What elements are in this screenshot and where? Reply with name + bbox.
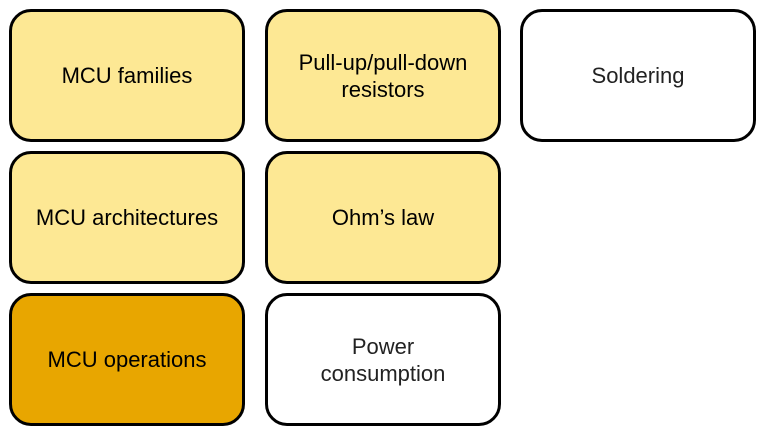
- tile-label: MCU families: [61, 63, 193, 88]
- tile-label: Ohm’s law: [331, 205, 435, 230]
- tile-label: Power consumption: [320, 333, 446, 386]
- tile-mcu-families: MCU families: [9, 9, 245, 142]
- tile-mcu-operations: MCU operations: [9, 293, 245, 426]
- tile-mcu-architectures: MCU architectures: [9, 151, 245, 284]
- tile-ohms-law: Ohm’s law: [265, 151, 501, 284]
- tile-power-consumption: Power consumption: [265, 293, 501, 426]
- tile-label: MCU architectures: [35, 205, 219, 230]
- tile-soldering: Soldering: [520, 9, 756, 142]
- tile-label: Pull-up/pull-down resistors: [298, 49, 468, 102]
- tile-label: MCU operations: [47, 347, 207, 372]
- tile-label: Soldering: [591, 63, 685, 88]
- tile-pull-up-pull-down-resistors: Pull-up/pull-down resistors: [265, 9, 501, 142]
